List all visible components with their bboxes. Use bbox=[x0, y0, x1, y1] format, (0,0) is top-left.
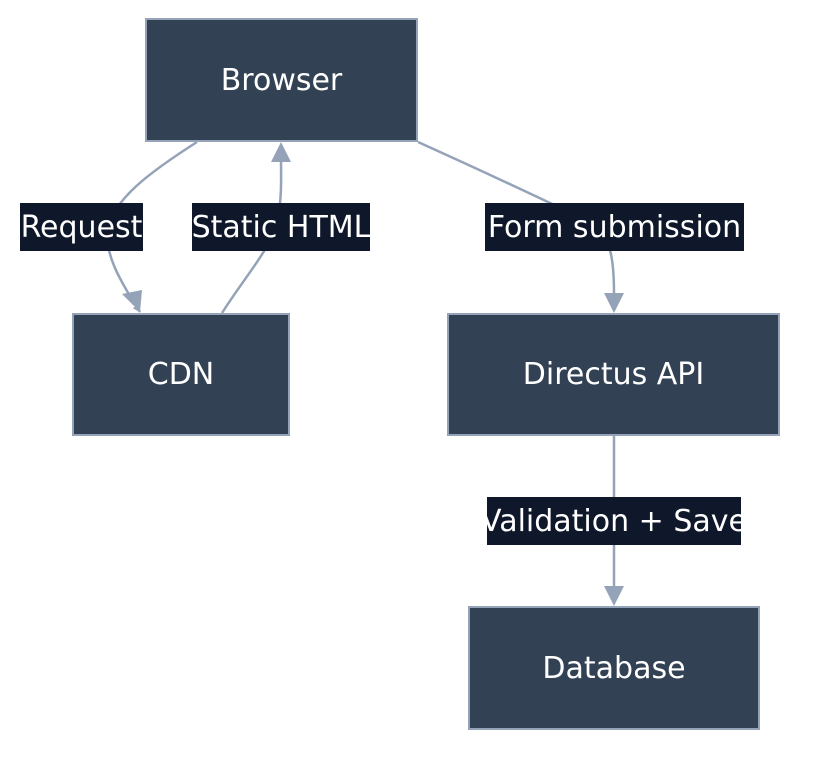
node-cdn-label: CDN bbox=[147, 357, 215, 392]
node-directus-api: Directus API bbox=[447, 313, 780, 436]
node-cdn: CDN bbox=[72, 313, 290, 436]
edge-validation-save-arrowhead bbox=[604, 586, 624, 606]
edge-label-static-html: Static HTML bbox=[192, 203, 370, 251]
node-database-label: Database bbox=[542, 650, 686, 686]
node-browser: Browser bbox=[145, 18, 418, 142]
edge-request-arrowhead bbox=[122, 290, 142, 312]
edge-static-html-arrowhead bbox=[271, 142, 291, 162]
edge-label-form-submission: Form submission bbox=[485, 203, 744, 251]
edge-label-validation-save: Validation + Save bbox=[481, 497, 747, 545]
node-database: Database bbox=[468, 606, 760, 730]
edge-label-request: Request bbox=[20, 203, 143, 251]
edge-form-submission-arrowhead bbox=[604, 293, 624, 313]
node-directus-api-label: Directus API bbox=[522, 357, 705, 392]
node-browser-label: Browser bbox=[220, 62, 343, 98]
